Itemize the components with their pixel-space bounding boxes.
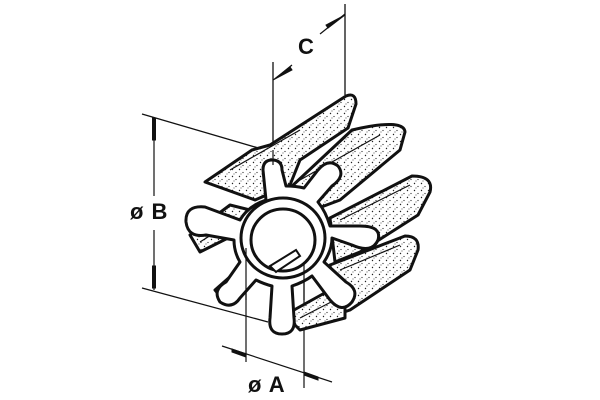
dimension-label-b: ø B <box>130 199 169 224</box>
dimension-c <box>272 4 346 160</box>
keyway <box>268 248 302 274</box>
dimension-b <box>141 113 273 323</box>
dimension-label-c: C <box>298 34 315 59</box>
blade-edge-lines <box>199 129 411 319</box>
dimension-label-a: ø A <box>248 372 286 397</box>
extension-lines <box>245 150 305 300</box>
impeller-hub-face <box>184 158 381 336</box>
